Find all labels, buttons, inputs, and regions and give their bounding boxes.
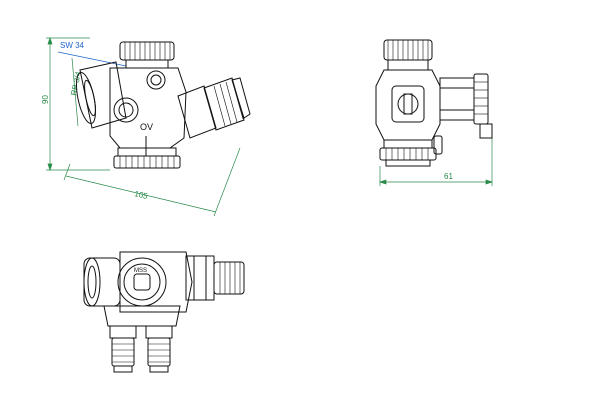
dimension-lines-side [46,36,241,217]
wrench-size-label: SW 34 [60,41,85,50]
valve-body-top [83,251,245,373]
side-view: 90 105 RP 3/4 SW 34 [41,36,251,217]
body-mark-ov: OV [140,122,153,132]
dim-length-105: 105 [134,189,150,201]
dim-width-61: 61 [444,172,453,181]
front-view: 61 [375,39,494,186]
dimension-lines-front [378,136,494,186]
cap-mark-mss: MSS [134,268,147,274]
top-view: MSS [83,251,245,373]
dim-height-90: 90 [41,95,50,104]
valve-body-side [75,41,251,169]
valve-body-front [375,39,493,167]
